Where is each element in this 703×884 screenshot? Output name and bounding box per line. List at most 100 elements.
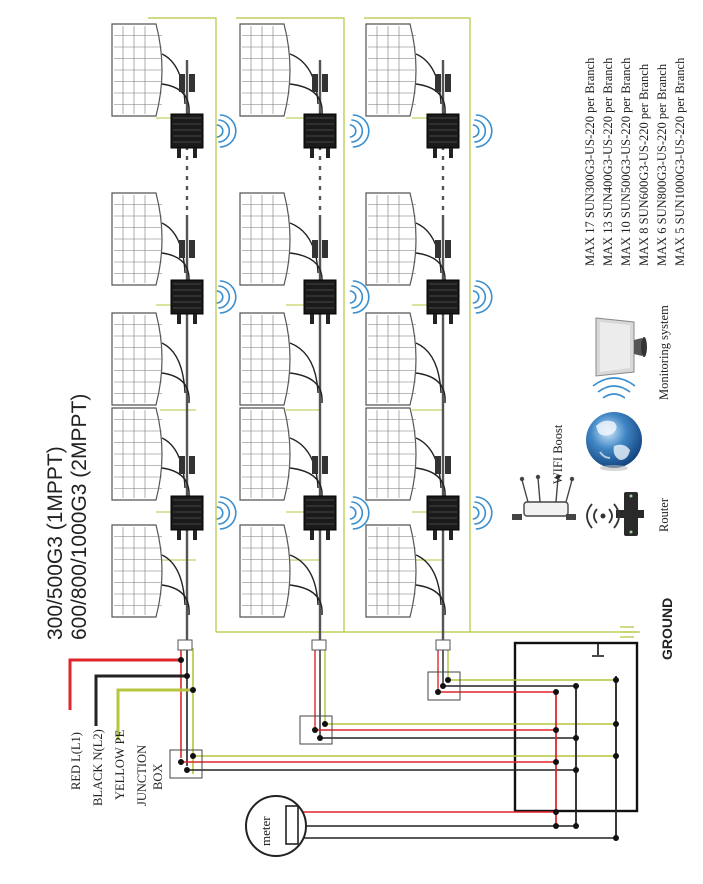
monitoring-label: Monitoring system [657, 305, 671, 400]
solar-panel [239, 192, 323, 286]
solar-panel [365, 524, 446, 618]
solar-panel [111, 312, 190, 406]
limit-line: MAX 10 SUN500G3-US-220 per Branch [619, 57, 633, 266]
legend-black: BLACK N(L2) [91, 729, 105, 806]
solar-panel [239, 524, 323, 618]
wifi-boost-label: WIFI Boost [551, 424, 565, 484]
limit-line: MAX 8 SUN600G3-US-220 per Branch [637, 63, 651, 266]
wifi-signal-icon [216, 280, 237, 314]
micro-inverter [303, 74, 370, 158]
terminal-dot [190, 753, 196, 759]
legend-junction: JUNCTION [135, 745, 149, 806]
legend-red: RED L(L1) [69, 732, 83, 790]
terminal-dot [553, 823, 559, 829]
micro-inverter [170, 240, 237, 324]
legend-yellow-label: YELLOW PE [113, 729, 127, 800]
solar-panel [239, 23, 323, 117]
wifi-signal-icon [472, 114, 493, 148]
terminal-dot [613, 721, 619, 727]
terminal-dot [178, 759, 184, 765]
ac-wiring [68, 648, 617, 839]
meter-label-group: meter [258, 816, 273, 846]
router-wifi-icon [586, 503, 620, 529]
legend-black-label: BLACK N(L2) [91, 729, 105, 806]
terminal-dot [184, 767, 190, 773]
terminal-dot [435, 689, 441, 695]
monitoring-monitor-icon [595, 317, 647, 377]
solar-panel [239, 312, 323, 406]
terminal-dot [553, 759, 559, 765]
terminal-dot [317, 735, 323, 741]
wifi-signal-icon [472, 280, 493, 314]
limit-line: MAX 17 SUN300G3-US-220 per Branch [583, 57, 597, 266]
solar-panel [365, 407, 446, 501]
terminal-dot [445, 677, 451, 683]
branch-limits: MAX 17 SUN300G3-US-220 per Branch MAX 13… [583, 57, 687, 266]
solar-panels [111, 23, 446, 618]
terminal-dot [553, 727, 559, 733]
terminal-dot [573, 683, 579, 689]
wifi-signal-icon [349, 496, 370, 530]
wifi-boost-icon [512, 474, 576, 520]
terminal-dot [553, 689, 559, 695]
wifi-signal-icon [472, 496, 493, 530]
micro-inverter [303, 240, 370, 324]
router-label: Router [657, 497, 671, 532]
micro-inverter [170, 456, 237, 540]
solar-panel [111, 524, 190, 618]
legend-box-label: BOX [151, 764, 165, 790]
terminal-dots [178, 657, 619, 841]
ground-label: GROUND [659, 598, 675, 660]
terminal-dot [322, 721, 328, 727]
terminal-dot [613, 677, 619, 683]
wifi-signal-icon [349, 280, 370, 314]
globe-icon [586, 377, 642, 471]
wifi-signal-icon [216, 114, 237, 148]
micro-inverter [426, 74, 493, 158]
micro-inverter [303, 456, 370, 540]
monitoring-label-group: Monitoring system [657, 305, 671, 400]
terminal-dot [312, 727, 318, 733]
title-line-1: 300/500G3 (1MPPT) [44, 446, 67, 640]
legend-red-label: RED L(L1) [69, 732, 83, 790]
trunk-cables [185, 60, 445, 640]
wifi-signal-icon [349, 114, 370, 148]
wifi-signal-icon [216, 496, 237, 530]
terminal-dot [573, 823, 579, 829]
limit-line: MAX 6 SUN800G3-US-220 per Branch [655, 63, 669, 266]
meter-icon [245, 795, 307, 857]
legend-junction-label: JUNCTION [135, 745, 149, 806]
legend-box: BOX [151, 764, 165, 790]
terminal-dot [553, 809, 559, 815]
terminal-dot [190, 687, 196, 693]
solar-panel [111, 407, 190, 501]
terminal-dot [613, 753, 619, 759]
solar-panel [239, 407, 323, 501]
wifi-boost-label-group: WIFI Boost [551, 424, 565, 484]
router-label-group: Router [657, 497, 671, 532]
terminal-dot [573, 735, 579, 741]
micro-inverter [426, 456, 493, 540]
solar-panel [365, 23, 446, 117]
ground-label-group: GROUND [659, 598, 675, 660]
micro-inverters [170, 74, 493, 540]
micro-inverter [426, 240, 493, 324]
solar-panel [111, 192, 190, 286]
terminal-dot [184, 673, 190, 679]
junction-boxes [169, 639, 461, 779]
title-line-2: 600/800/1000G3 (2MPPT) [68, 394, 91, 640]
limit-line: MAX 13 SUN400G3-US-220 per Branch [601, 57, 615, 266]
legend-yellow: YELLOW PE [113, 729, 127, 800]
micro-inverter [170, 74, 237, 158]
solar-panel [111, 23, 190, 117]
terminal-dot [613, 835, 619, 841]
title-block: 300/500G3 (1MPPT) 600/800/1000G3 (2MPPT) [44, 394, 91, 640]
terminal-dot [573, 767, 579, 773]
meter-label: meter [258, 816, 273, 846]
solar-panel [365, 312, 446, 406]
limit-line: MAX 5 SUN1000G3-US-220 per Branch [673, 57, 687, 266]
terminal-dot [440, 683, 446, 689]
terminal-dot [178, 657, 184, 663]
